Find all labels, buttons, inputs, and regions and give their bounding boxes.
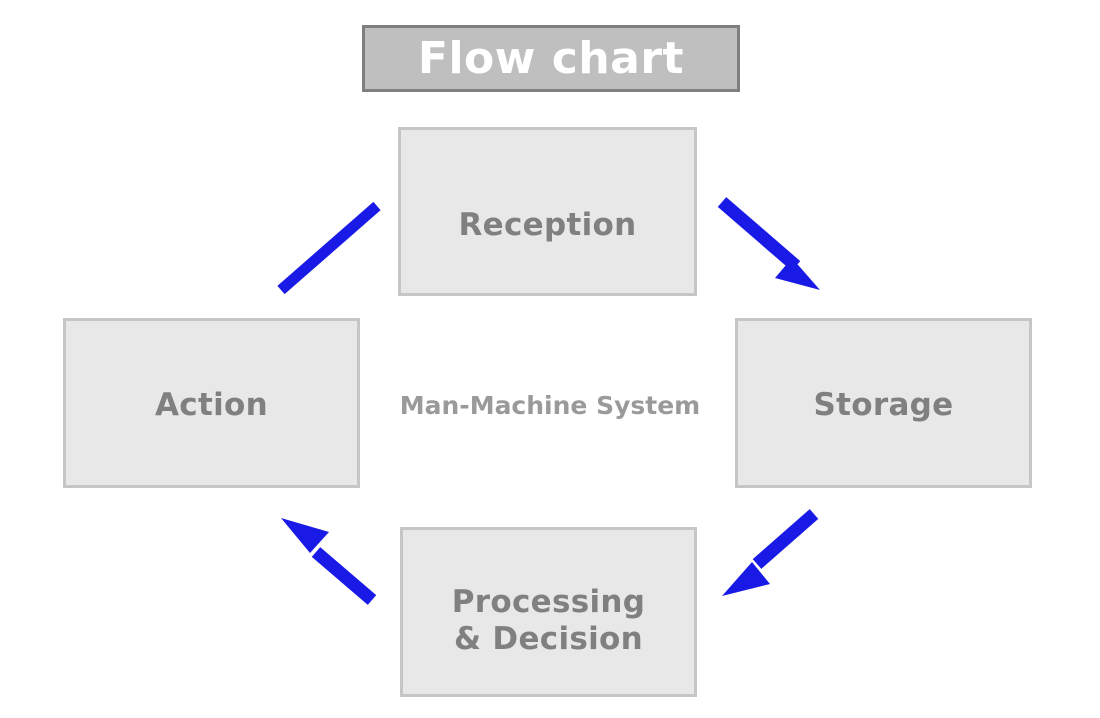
arrowhead-icon	[775, 258, 820, 290]
node-storage-label: Storage	[813, 386, 954, 423]
diagram-title-text: Flow chart	[417, 32, 685, 84]
connector-line	[277, 201, 381, 295]
node-action[interactable]: Action	[63, 318, 360, 488]
connector-reception-to-storage	[717, 197, 820, 290]
connector-processing-to-action	[281, 518, 377, 605]
arrowhead-icon	[722, 562, 770, 596]
node-processing-label: Processing & Decision	[451, 584, 646, 657]
node-action-label: Action	[155, 386, 268, 423]
arrowhead-icon	[281, 518, 329, 553]
connector-storage-to-processing	[722, 509, 819, 596]
connector-action-to-reception	[277, 201, 381, 295]
connector-line	[752, 509, 819, 569]
connector-line	[717, 197, 801, 271]
connector-line	[311, 547, 377, 605]
diagram-title-box: Flow chart	[362, 25, 740, 92]
diagram-center-label: Man-Machine System	[399, 391, 701, 420]
node-processing[interactable]: Processing & Decision	[400, 527, 697, 697]
node-reception-label: Reception	[458, 207, 637, 244]
node-storage[interactable]: Storage	[735, 318, 1032, 488]
node-reception[interactable]: Reception	[398, 127, 697, 296]
